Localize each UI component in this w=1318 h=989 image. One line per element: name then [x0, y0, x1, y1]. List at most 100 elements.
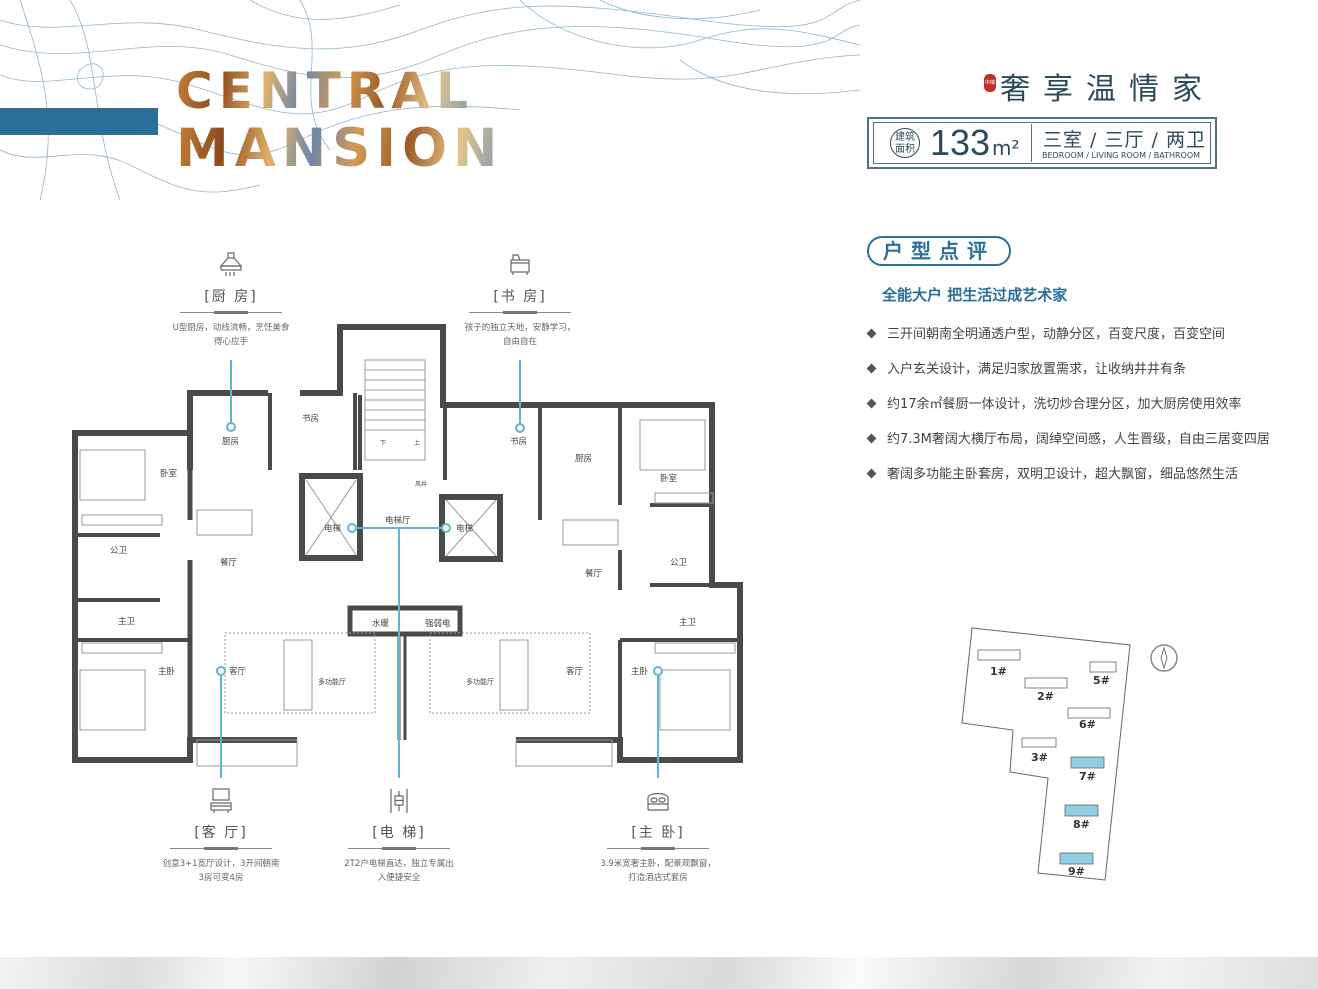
feature-text: 约17余㎡餐厨一体设计，洗切炒合理分区，加大厨房使用效率 — [887, 397, 1242, 412]
callout-study: [书 房] 孩子的独立天地，安静学习，自由自在 — [430, 250, 610, 349]
site-plan: 1# 2# 3# 5# 6# 7# 8# 9# — [961, 627, 1178, 881]
room-label: 多功能厅 — [318, 677, 346, 686]
building-2 — [1024, 677, 1068, 689]
area-unit: m² — [992, 136, 1020, 160]
diamond-bullet-icon — [866, 468, 877, 479]
marker-dot — [226, 422, 236, 432]
building-7 — [1070, 756, 1105, 769]
room-label: 客厅 — [566, 666, 584, 677]
tv-icon — [210, 788, 232, 813]
logo-line-2: MANSION — [176, 118, 504, 179]
feature-item: 入户玄关设计，满足归家放置需求，让收纳井井有条 — [866, 358, 1186, 377]
callout-desc: 2T2户电梯直达，独立专属出 — [344, 859, 454, 869]
callout-title: [主 卧] — [631, 825, 685, 841]
room-label: 电梯厅 — [385, 515, 411, 526]
elevator-icon — [390, 789, 408, 813]
callout-elevator: [电 梯] 2T2户电梯直达，独立专属出入便捷安全 — [309, 786, 489, 885]
diamond-bullet-icon — [866, 363, 877, 374]
building-label: 3# — [1031, 751, 1048, 764]
room-label: 书房 — [302, 413, 319, 424]
floor-plan: 卧室 公卫 主卫 主卧 厨房 书房 餐厅 客厅 多功能厅 电梯 电梯厅 电梯 水… — [72, 324, 743, 778]
room-label: 卧室 — [660, 473, 678, 484]
room-label: 客厅 — [229, 666, 247, 677]
stair-label: 上 — [414, 439, 420, 447]
room-label: 公卫 — [670, 558, 688, 568]
room-label: 厨房 — [222, 436, 239, 447]
feature-text: 三开间朝南全明通透户型，动静分区，百变尺度，百变空间 — [887, 327, 1226, 342]
feature-item: 约7.3M奢阔大横厅布局，阔绰空间感，人生晋级，自由三居变四居 — [866, 428, 1270, 447]
building-label: 8# — [1073, 818, 1090, 831]
area-badge — [867, 117, 1217, 169]
bed-icon — [647, 792, 669, 811]
accent-bar — [0, 108, 158, 135]
marker-dot — [441, 523, 451, 533]
badge-divider — [1031, 124, 1032, 162]
callout-desc: 入便捷安全 — [377, 873, 421, 883]
compass-icon — [1150, 644, 1178, 672]
room-label: 卧室 — [160, 468, 178, 479]
room-label: 电梯 — [324, 523, 342, 534]
building-label: 6# — [1079, 718, 1096, 731]
building-label: 7# — [1079, 770, 1096, 783]
callout-kitchen: [厨 房] U型厨房，动线流畅，烹饪美食得心应手 — [141, 250, 321, 349]
marker-dot — [216, 666, 226, 676]
feature-item: 奢阔多功能主卧套房，双明卫设计，超大飘窗，细品悠然生活 — [866, 463, 1239, 482]
marker-dot — [515, 423, 525, 433]
topographic-background — [0, 0, 860, 201]
divider — [170, 847, 272, 850]
building-label: 1# — [990, 665, 1007, 678]
building-5 — [1089, 661, 1117, 673]
feature-text: 约7.3M奢阔大横厅布局，阔绰空间感，人生晋级，自由三居变四居 — [887, 432, 1270, 447]
callout-desc: 孩子的独立天地，安静学习， — [464, 323, 576, 333]
feature-item: 约17余㎡餐厨一体设计，洗切炒合理分区，加大厨房使用效率 — [866, 393, 1242, 412]
feature-item: 三开间朝南全明通透户型，动静分区，百变尺度，百变空间 — [866, 323, 1226, 342]
review-subtitle: 全能大户 把生活过成艺术家 — [882, 286, 1068, 304]
footer-decorative-strip — [0, 957, 1318, 989]
building-3 — [1021, 737, 1057, 748]
area-value: 133 — [930, 122, 991, 163]
room-count-en: BEDROOM / LIVING ROOM / BATHROOM — [1042, 151, 1201, 160]
building-label: 2# — [1037, 690, 1054, 703]
room-label: 风井 — [415, 480, 427, 488]
room-label: 主卫 — [118, 616, 136, 627]
divider — [469, 311, 571, 314]
building-label: 5# — [1093, 674, 1110, 687]
slogan: 奢享温情家 — [1000, 72, 1215, 107]
desk-icon — [510, 254, 530, 275]
room-label: 强弱电 — [425, 618, 451, 629]
room-label: 书房 — [510, 436, 527, 447]
callout-title: [书 房] — [493, 289, 547, 305]
building-6 — [1067, 707, 1111, 719]
building-8 — [1064, 804, 1099, 817]
diamond-bullet-icon — [866, 433, 877, 444]
callout-title: [客 厅] — [194, 825, 248, 841]
room-label: 主卫 — [679, 617, 697, 628]
building-1 — [977, 649, 1021, 661]
callout-desc: 打造酒店式套房 — [628, 873, 688, 883]
feature-text: 奢阔多功能主卧套房，双明卫设计，超大飘窗，细品悠然生活 — [887, 467, 1239, 482]
callout-desc: 创意3+1宽厅设计，3开间朝南 — [162, 859, 280, 869]
callout-title: [电 梯] — [372, 825, 426, 841]
divider — [180, 311, 282, 314]
room-label: 电梯 — [456, 523, 474, 534]
divider — [607, 847, 709, 850]
room-label: 主卧 — [631, 666, 649, 677]
diamond-bullet-icon — [866, 398, 877, 409]
room-label: 公卫 — [110, 546, 128, 556]
callout-desc: U型厨房，动线流畅，烹饪美食 — [172, 323, 290, 333]
room-label: 餐厅 — [585, 569, 603, 579]
room-label: 餐厅 — [220, 558, 238, 568]
divider — [348, 847, 450, 850]
seal-logo: 中瑞 — [984, 74, 996, 92]
marker-dot — [347, 523, 357, 533]
room-count-cn: 三室 / 三厅 / 两卫 — [1043, 129, 1206, 151]
marker-dot — [653, 666, 663, 676]
room-label: 水暖 — [372, 618, 390, 629]
logo-line-1: CENTRAL — [176, 62, 474, 120]
room-label: 主卧 — [158, 666, 176, 677]
room-label: 多功能厅 — [466, 677, 494, 686]
building-label: 9# — [1068, 865, 1085, 878]
callout-title: [厨 房] — [204, 289, 258, 305]
review-title: 户型点评 — [867, 236, 1011, 266]
